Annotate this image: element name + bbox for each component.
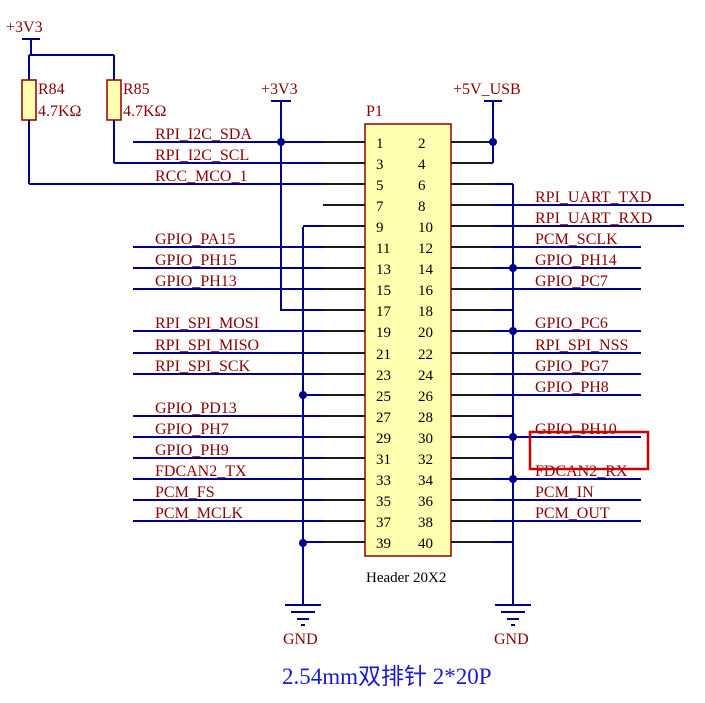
- net-label-left: GPIO_PH13: [155, 273, 237, 290]
- pin-number-left: 1: [376, 136, 384, 152]
- net-label-right: GPIO_PC6: [535, 315, 608, 332]
- net-label-left: RPI_SPI_MOSI: [155, 315, 259, 332]
- net-label-right: RPI_UART_TXD: [535, 189, 651, 206]
- r84-value: 4.7KΩ: [38, 103, 82, 120]
- pin-number-right: 24: [418, 368, 434, 384]
- net-label-right: FDCAN2_RX: [535, 463, 628, 480]
- rail-3v3: +3V3: [261, 81, 298, 311]
- top-left-3v3-label: +3V3: [6, 19, 43, 36]
- pin-number-left: 27: [376, 410, 392, 426]
- net-label-right: PCM_IN: [535, 484, 594, 501]
- net-label-left: GPIO_PH7: [155, 421, 229, 438]
- net-label-right: GPIO_PH8: [535, 379, 609, 396]
- net-label-right: PCM_OUT: [535, 505, 610, 522]
- pin-number-right: 32: [418, 452, 433, 468]
- net-label-left: GPIO_PH15: [155, 252, 237, 269]
- pin-number-left: 5: [376, 178, 384, 194]
- pin-number-right: 18: [418, 304, 433, 320]
- pin-number-left: 29: [376, 431, 391, 447]
- net-label-left: RCC_MCO_1: [155, 168, 247, 185]
- net-label-right: GPIO_PC7: [535, 273, 608, 290]
- pin-number-left: 25: [376, 389, 391, 405]
- header-designator: P1: [366, 103, 383, 120]
- r85-ref: R85: [123, 81, 150, 98]
- pin-number-left: 37: [376, 515, 392, 531]
- net-label-right: GPIO_PG7: [535, 358, 609, 375]
- resistor-r84: R84 4.7KΩ: [21, 79, 280, 185]
- pin-number-right: 36: [418, 494, 434, 510]
- pin-number-right: 22: [418, 347, 433, 363]
- net-label-left: RPI_SPI_SCK: [155, 358, 251, 375]
- gnd-left-label: GND: [283, 631, 318, 648]
- resistor-r85: R85 4.7KΩ: [106, 79, 280, 164]
- header-part-name: Header 20X2: [366, 570, 446, 586]
- net-label-right: RPI_UART_RXD: [535, 210, 652, 227]
- pin-number-left: 21: [376, 347, 391, 363]
- pin-number-left: 13: [376, 262, 391, 278]
- pin-stubs: [323, 141, 493, 543]
- pin-number-left: 39: [376, 536, 391, 552]
- pin-number-left: 3: [376, 157, 384, 173]
- pin-number-right: 20: [418, 325, 433, 341]
- pin-number-right: 30: [418, 431, 433, 447]
- pin-number-right: 34: [418, 473, 434, 489]
- rail-5v-usb: +5V_USB: [453, 81, 521, 163]
- pin-number-left: 23: [376, 368, 391, 384]
- r85-value: 4.7KΩ: [123, 103, 167, 120]
- net-label-left: GPIO_PA15: [155, 231, 235, 248]
- ground-right: GND: [494, 184, 531, 648]
- r84-ref: R84: [38, 81, 65, 98]
- net-labels: RPI_I2C_SDA RPI_I2C_SCL RCC_MCO_1RPI_UART_…: [155, 126, 652, 522]
- pin-number-right: 6: [418, 178, 426, 194]
- rail-3v3-label: +3V3: [261, 81, 298, 98]
- net-label-left: RPI_I2C_SDA: [155, 126, 252, 143]
- net-label-left: PCM_MCLK: [155, 505, 243, 522]
- header-body: [364, 123, 452, 557]
- net-label-left: PCM_FS: [155, 484, 215, 501]
- ground-left: GND: [283, 227, 321, 648]
- pin-number-left: 19: [376, 325, 391, 341]
- top-left-power: +3V3: [6, 19, 115, 80]
- net-label-left: GPIO_PH9: [155, 442, 229, 459]
- pin-number-right: 40: [418, 536, 433, 552]
- pin-number-left: 7: [376, 199, 384, 215]
- net-label-left: FDCAN2_TX: [155, 463, 247, 480]
- net-label-right: PCM_SCLK: [535, 231, 618, 248]
- rail-5v-usb-label: +5V_USB: [453, 81, 521, 98]
- pin-number-left: 9: [376, 220, 384, 236]
- net-label-left: GPIO_PD13: [155, 400, 237, 417]
- pin-number-left: 17: [376, 304, 392, 320]
- pin-number-right: 8: [418, 199, 426, 215]
- pin-number-right: 16: [418, 283, 434, 299]
- pin-number-left: 33: [376, 473, 391, 489]
- net-label-right: GPIO_PH14: [535, 252, 617, 269]
- pin-number-right: 2: [418, 136, 426, 152]
- pin-number-right: 14: [418, 262, 434, 278]
- pin-number-right: 38: [418, 515, 433, 531]
- highlight-box: [528, 430, 650, 471]
- net-label-right: GPIO_PH10: [535, 421, 617, 438]
- net-label-right: RPI_SPI_NSS: [535, 337, 628, 354]
- net-label-left: RPI_I2C_SCL: [155, 147, 249, 164]
- pin-number-right: 12: [418, 241, 433, 257]
- pin-number-left: 15: [376, 283, 391, 299]
- net-label-left: RPI_SPI_MISO: [155, 337, 259, 354]
- pin-number-left: 35: [376, 494, 391, 510]
- pin-number-left: 11: [376, 241, 390, 257]
- caption: 2.54mm双排针 2*20P: [282, 664, 492, 689]
- pin-number-left: 31: [376, 452, 391, 468]
- pin-number-right: 4: [418, 157, 426, 173]
- gnd-right-label: GND: [494, 631, 529, 648]
- pin-number-right: 26: [418, 389, 434, 405]
- pin-number-right: 28: [418, 410, 433, 426]
- pin-number-right: 10: [418, 220, 433, 236]
